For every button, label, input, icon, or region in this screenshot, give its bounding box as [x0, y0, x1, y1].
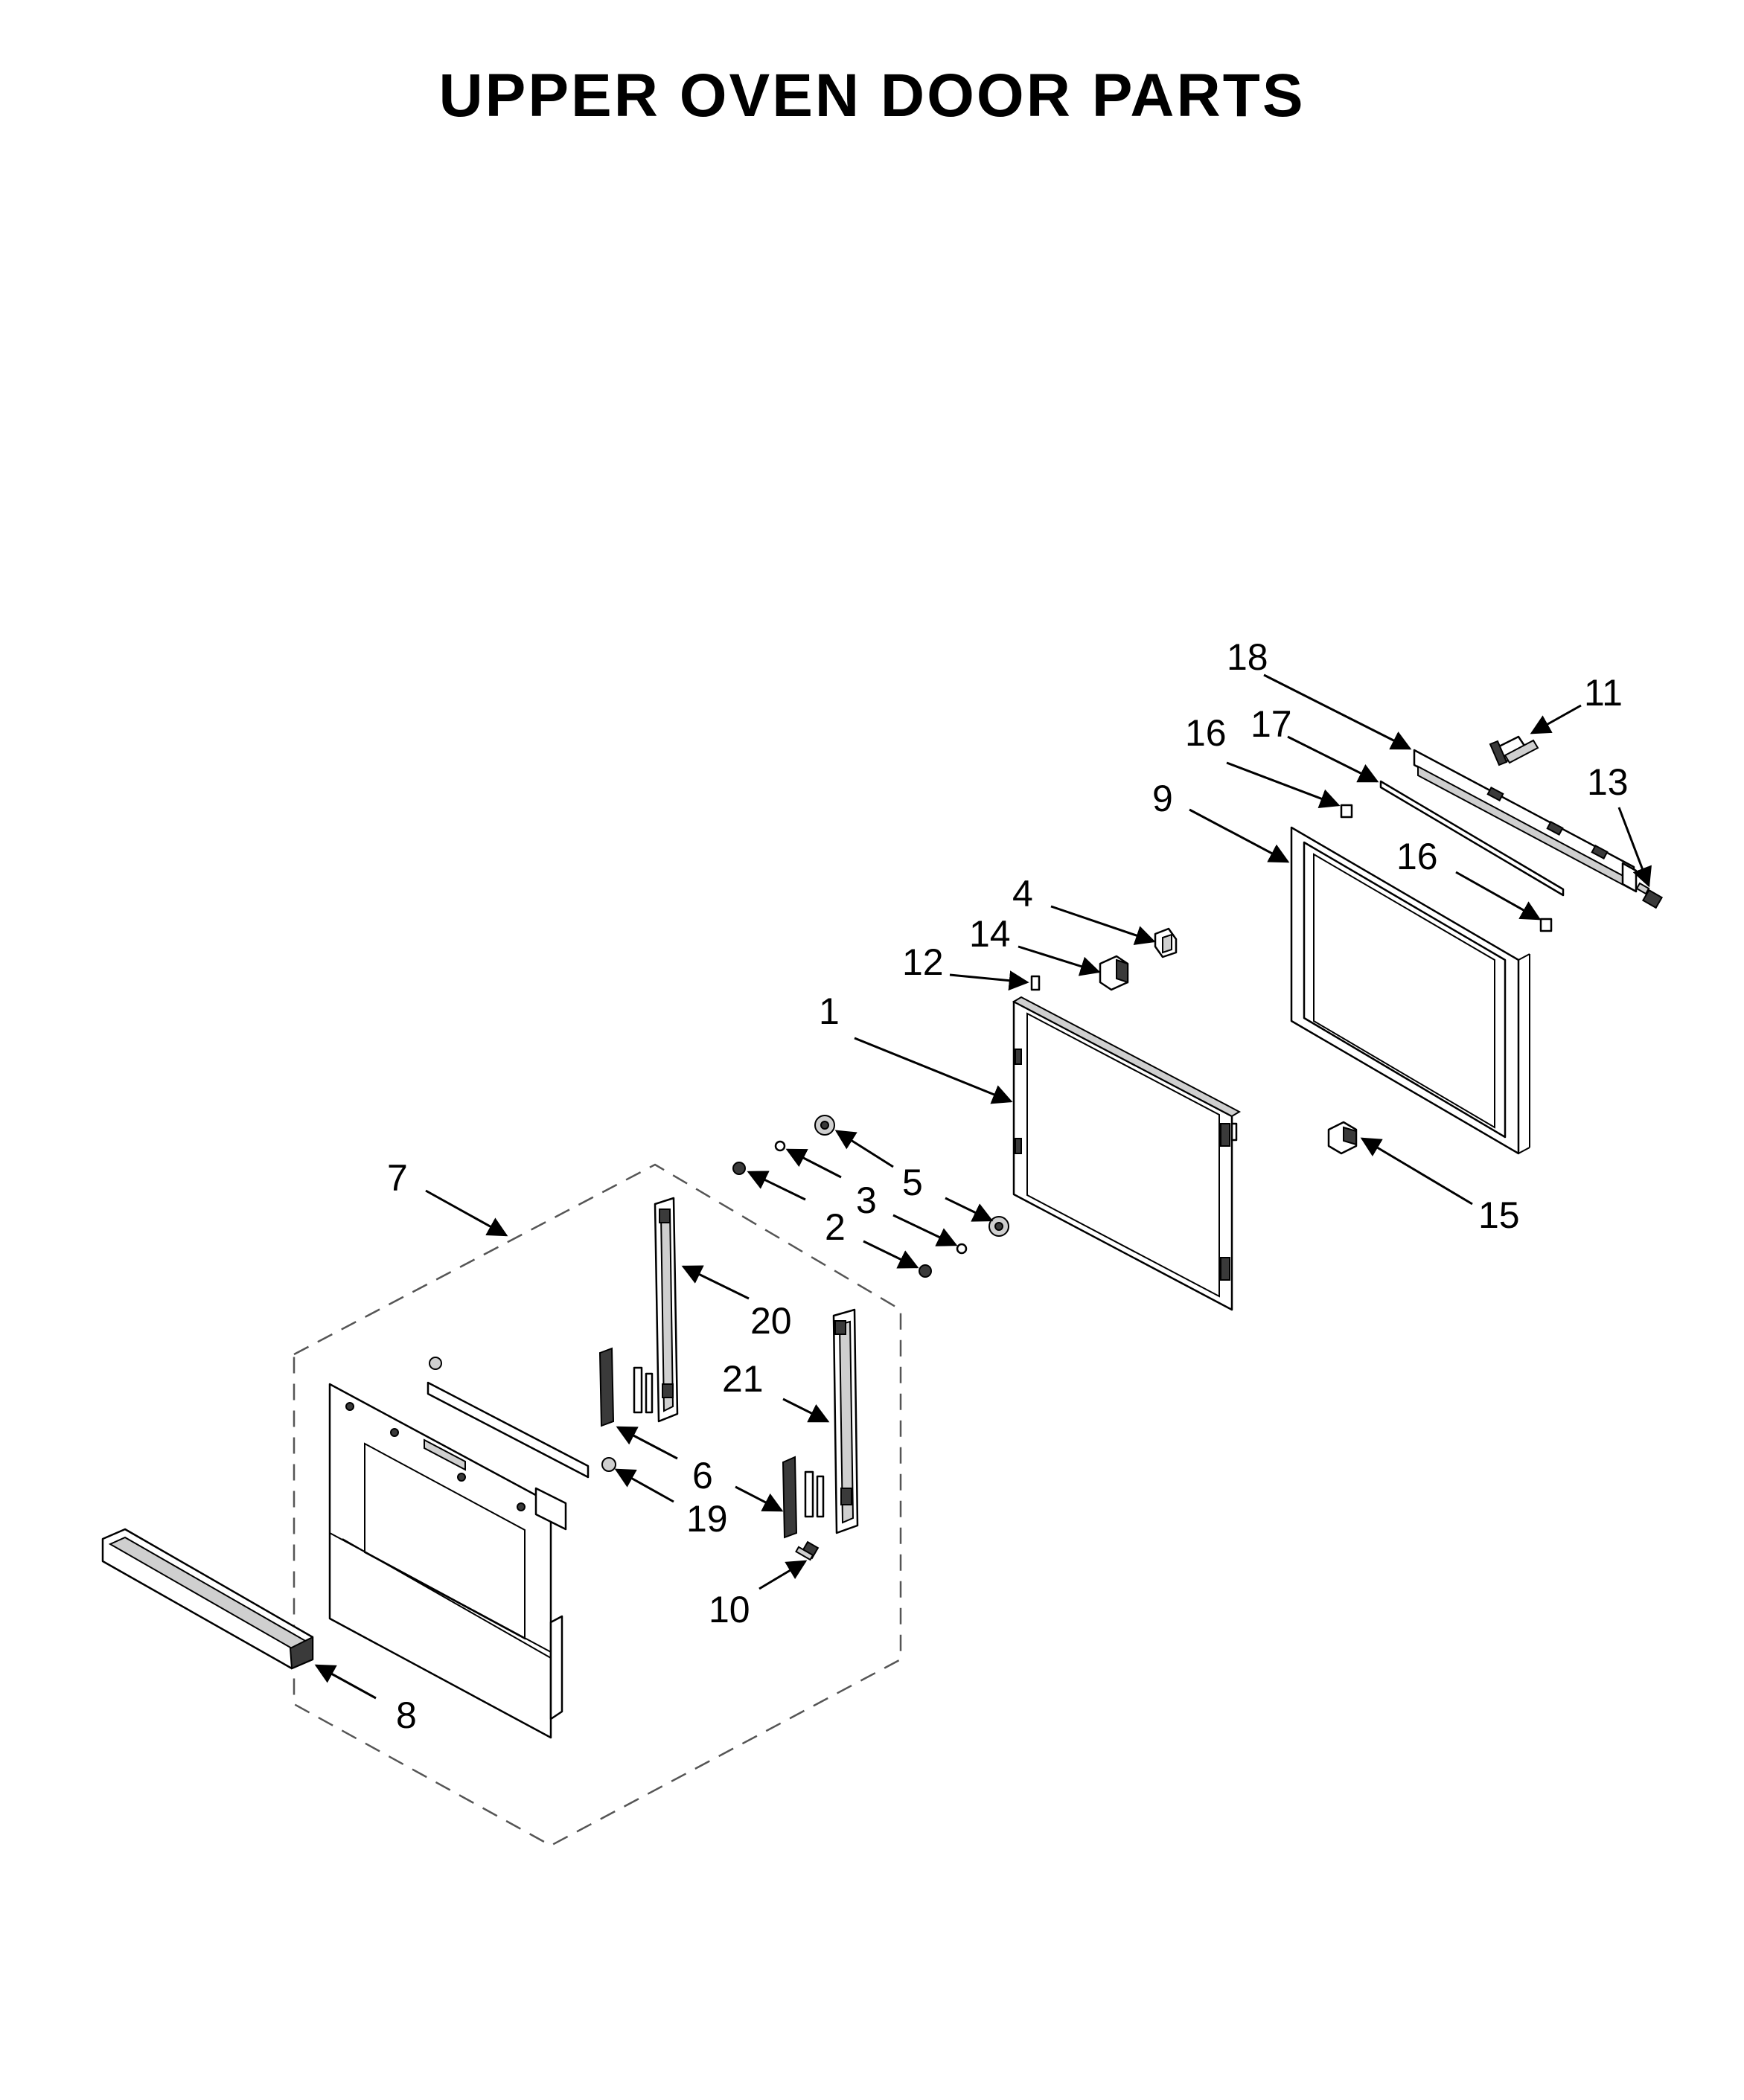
- callout-16b: 16: [1396, 836, 1438, 877]
- callout-2: 2: [825, 1206, 846, 1248]
- leader-6b: [735, 1485, 784, 1512]
- leader-9: [1189, 808, 1290, 863]
- callout-11: 11: [1584, 672, 1623, 714]
- leader-10: [758, 1560, 808, 1590]
- leader-lines: [314, 673, 1652, 1700]
- part-1-inner-frame: [1012, 996, 1242, 1311]
- leader-5b: [945, 1197, 994, 1222]
- part-15-hinge-receiver: [1327, 1121, 1358, 1155]
- leader-16a: [1226, 761, 1341, 808]
- door-assembly-outline: [293, 1163, 902, 1847]
- callout-5: 5: [902, 1162, 923, 1203]
- callout-18: 18: [1227, 636, 1268, 678]
- diagram-title: UPPER OVEN DOOR PARTS: [438, 62, 1306, 129]
- callout-4: 4: [1012, 873, 1033, 915]
- leader-21: [782, 1398, 830, 1423]
- leader-3a: [785, 1148, 842, 1179]
- part-3-washer-upper: [774, 1140, 786, 1152]
- leader-12: [949, 970, 1029, 991]
- part-16-clip-upper: [1340, 804, 1353, 819]
- part-11-screw: [1489, 735, 1539, 766]
- leader-13: [1617, 807, 1652, 888]
- part-4-bracket: [1154, 927, 1178, 958]
- callout-8: 8: [396, 1694, 417, 1736]
- part-19-washer: [601, 1457, 616, 1472]
- leader-3b: [892, 1214, 958, 1246]
- part-2-nut-upper: [732, 1162, 746, 1175]
- part-21-hinge-channel-right: [832, 1308, 859, 1534]
- door-insulation-pad: [534, 1487, 567, 1531]
- callout-9: 9: [1152, 778, 1173, 819]
- leader-17: [1287, 735, 1379, 783]
- callout-12: 12: [902, 941, 944, 983]
- part-6-hinge-left: [598, 1347, 654, 1427]
- leader-11: [1530, 704, 1582, 734]
- leader-19: [614, 1468, 674, 1503]
- leader-5a: [834, 1130, 894, 1168]
- part-20-hinge-channel-left: [654, 1197, 679, 1423]
- part-6-hinge-right: [782, 1456, 825, 1539]
- callout-7: 7: [387, 1157, 408, 1199]
- leader-14: [1018, 945, 1101, 976]
- part-7-outer-door-panel: [328, 1383, 563, 1739]
- leader-1: [854, 1037, 1013, 1104]
- part-3-washer-lower: [956, 1243, 968, 1255]
- part-17-strip: [1379, 780, 1565, 897]
- part-10-screw: [795, 1540, 820, 1561]
- leader-7: [425, 1189, 508, 1237]
- callout-13: 13: [1587, 761, 1629, 803]
- part-13-screw: [1635, 882, 1664, 909]
- part-8-handle: [101, 1528, 314, 1670]
- part-16-clip-lower: [1539, 918, 1553, 932]
- leader-20: [681, 1265, 750, 1300]
- callout-6: 6: [692, 1455, 713, 1496]
- leader-4: [1050, 905, 1156, 945]
- leader-16b: [1455, 871, 1542, 921]
- leader-6a: [616, 1426, 678, 1460]
- leader-18: [1263, 673, 1412, 750]
- leader-2a: [747, 1171, 806, 1201]
- part-14-latch: [1099, 955, 1129, 991]
- leader-15: [1360, 1137, 1473, 1206]
- callout-15: 15: [1478, 1194, 1520, 1236]
- leader-8: [314, 1664, 377, 1700]
- callout-16a: 16: [1185, 712, 1227, 754]
- leader-2b: [863, 1240, 919, 1269]
- door-plug: [429, 1357, 442, 1370]
- callout-3: 3: [856, 1179, 877, 1221]
- callout-14: 14: [969, 913, 1011, 955]
- callout-19: 19: [686, 1498, 728, 1540]
- callout-10: 10: [709, 1589, 750, 1630]
- callout-17: 17: [1250, 703, 1292, 745]
- callout-20: 20: [750, 1300, 792, 1342]
- callout-1: 1: [819, 990, 840, 1032]
- callout-21: 21: [722, 1358, 764, 1400]
- part-2-nut-lower: [919, 1264, 932, 1278]
- part-12-spacer: [1030, 975, 1041, 991]
- part-9-outer-glass-frame: [1290, 826, 1530, 1155]
- door-top-strip: [427, 1381, 590, 1479]
